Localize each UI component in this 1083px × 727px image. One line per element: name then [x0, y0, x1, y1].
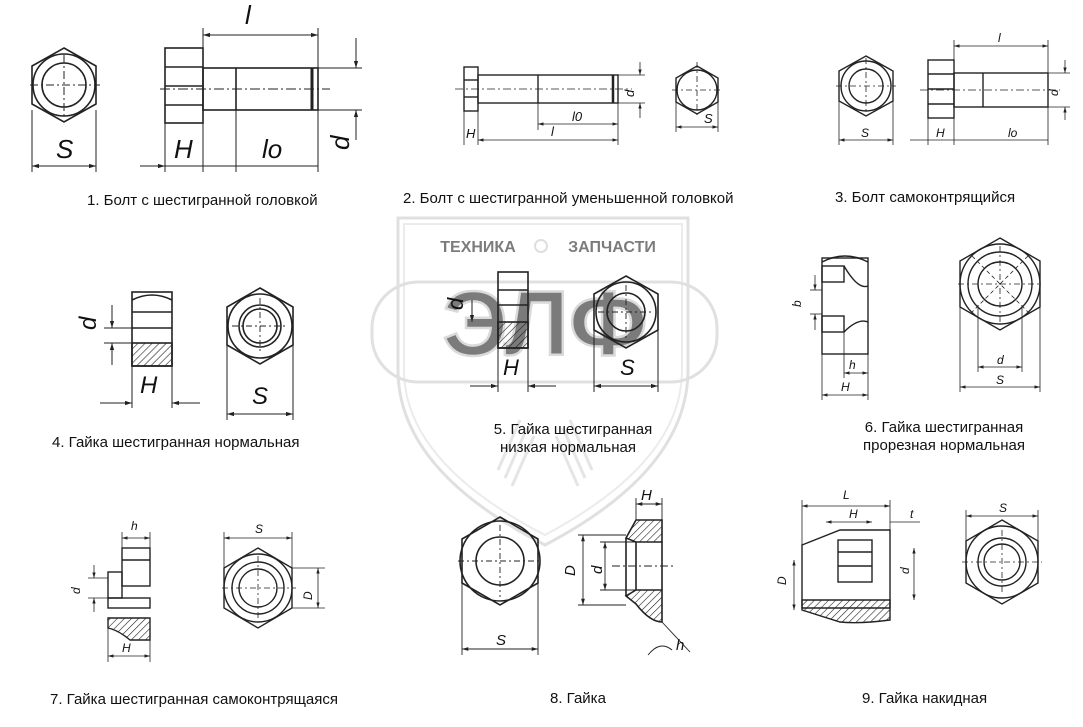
caption-3: 3. Болт самоконтрящийся	[835, 189, 1016, 206]
caption-6-line1: 6. Гайка шестигранная	[864, 419, 1024, 436]
dim-d-9: d	[898, 567, 912, 574]
dim-D-7: D	[301, 591, 315, 600]
dim-h-7: H	[122, 641, 131, 655]
dim-d-1: d	[325, 134, 355, 150]
figure-8-nut	[458, 498, 691, 656]
hex-head-top-view	[31, 47, 97, 123]
figure-5-nut	[469, 271, 659, 392]
dim-s-5: S	[620, 355, 635, 380]
caption-2: 2. Болт с шестигранной уменьшенной голов…	[403, 190, 734, 207]
dim-L-9: L	[843, 488, 850, 502]
dim-l-1: l	[245, 0, 252, 30]
watermark-logo: ЭЛФ ТЕХНИКА ЗАПЧАСТИ	[370, 216, 719, 547]
dim-l0-2: l0	[572, 109, 583, 124]
dim-t-9: t	[910, 507, 914, 521]
dim-h-8: H	[641, 487, 652, 504]
watermark-brand-right: ЗАПЧАСТИ	[568, 239, 656, 256]
dim-s-8: S	[496, 632, 506, 649]
figure-2-bolt	[455, 62, 722, 145]
dim-d-3: d	[1047, 89, 1061, 96]
dim-h-6: H	[841, 380, 850, 394]
dim-d-4: d	[75, 316, 102, 330]
dim-lo-1: lo	[262, 134, 282, 164]
dim-l-3: l	[998, 31, 1001, 45]
dim-h-4: H	[140, 372, 158, 399]
dim-h-2: H	[466, 126, 476, 141]
dim-h-9: H	[849, 507, 858, 521]
dim-d-7: d	[69, 587, 83, 594]
dim-d-2: d	[622, 89, 637, 97]
dim-h-1: H	[174, 134, 193, 164]
figure-3-bolt	[836, 40, 1070, 145]
dim-d-6: d	[997, 353, 1004, 367]
caption-5-line2: низкая нормальная	[499, 439, 637, 456]
dim-s-1: S	[56, 134, 74, 164]
figure-7-nut	[88, 532, 325, 662]
dim-b-6: b	[790, 300, 804, 307]
dim-h-small-8: h	[676, 637, 684, 654]
figure-1-bolt	[30, 28, 362, 172]
dim-d-8: d	[589, 565, 606, 574]
caption-7: 7. Гайка шестигранная самоконтрящаяся	[50, 691, 339, 708]
caption-6-line2: прорезная нормальная	[863, 437, 1025, 454]
dim-D-8: D	[562, 565, 579, 576]
dim-s-3: S	[861, 126, 869, 140]
caption-8: 8. Гайка	[550, 690, 606, 707]
dim-s-2: S	[704, 111, 713, 126]
watermark-letters: ЭЛФ	[442, 273, 647, 375]
dim-h-small-6: h	[849, 358, 856, 372]
caption-5-line1: 5. Гайка шестигранная	[493, 421, 653, 438]
watermark-brand-left: ТЕХНИКА	[440, 239, 516, 256]
dim-l-2: l	[551, 124, 555, 139]
caption-1: 1. Болт с шестигранной головкой	[87, 192, 318, 209]
figure-6-nut	[810, 237, 1042, 400]
dim-s-4: S	[252, 383, 268, 410]
caption-9: 9. Гайка накидная	[862, 690, 988, 707]
caption-4: 4. Гайка шестигранная нормальная	[52, 434, 300, 451]
dim-s-7: S	[255, 522, 263, 536]
dim-h-small-7: h	[131, 519, 138, 533]
dim-h-5: H	[503, 355, 519, 380]
dim-d-5: d	[443, 297, 468, 310]
dim-s-6: S	[996, 373, 1004, 387]
gear-icon	[534, 239, 548, 253]
dim-s-9: S	[999, 501, 1007, 515]
dim-D-9: D	[775, 576, 789, 585]
figure-9-nut	[792, 500, 1042, 624]
figure-4-nut	[100, 287, 294, 420]
dim-lo-3: lo	[1008, 126, 1018, 140]
dim-h-3: H	[936, 126, 945, 140]
